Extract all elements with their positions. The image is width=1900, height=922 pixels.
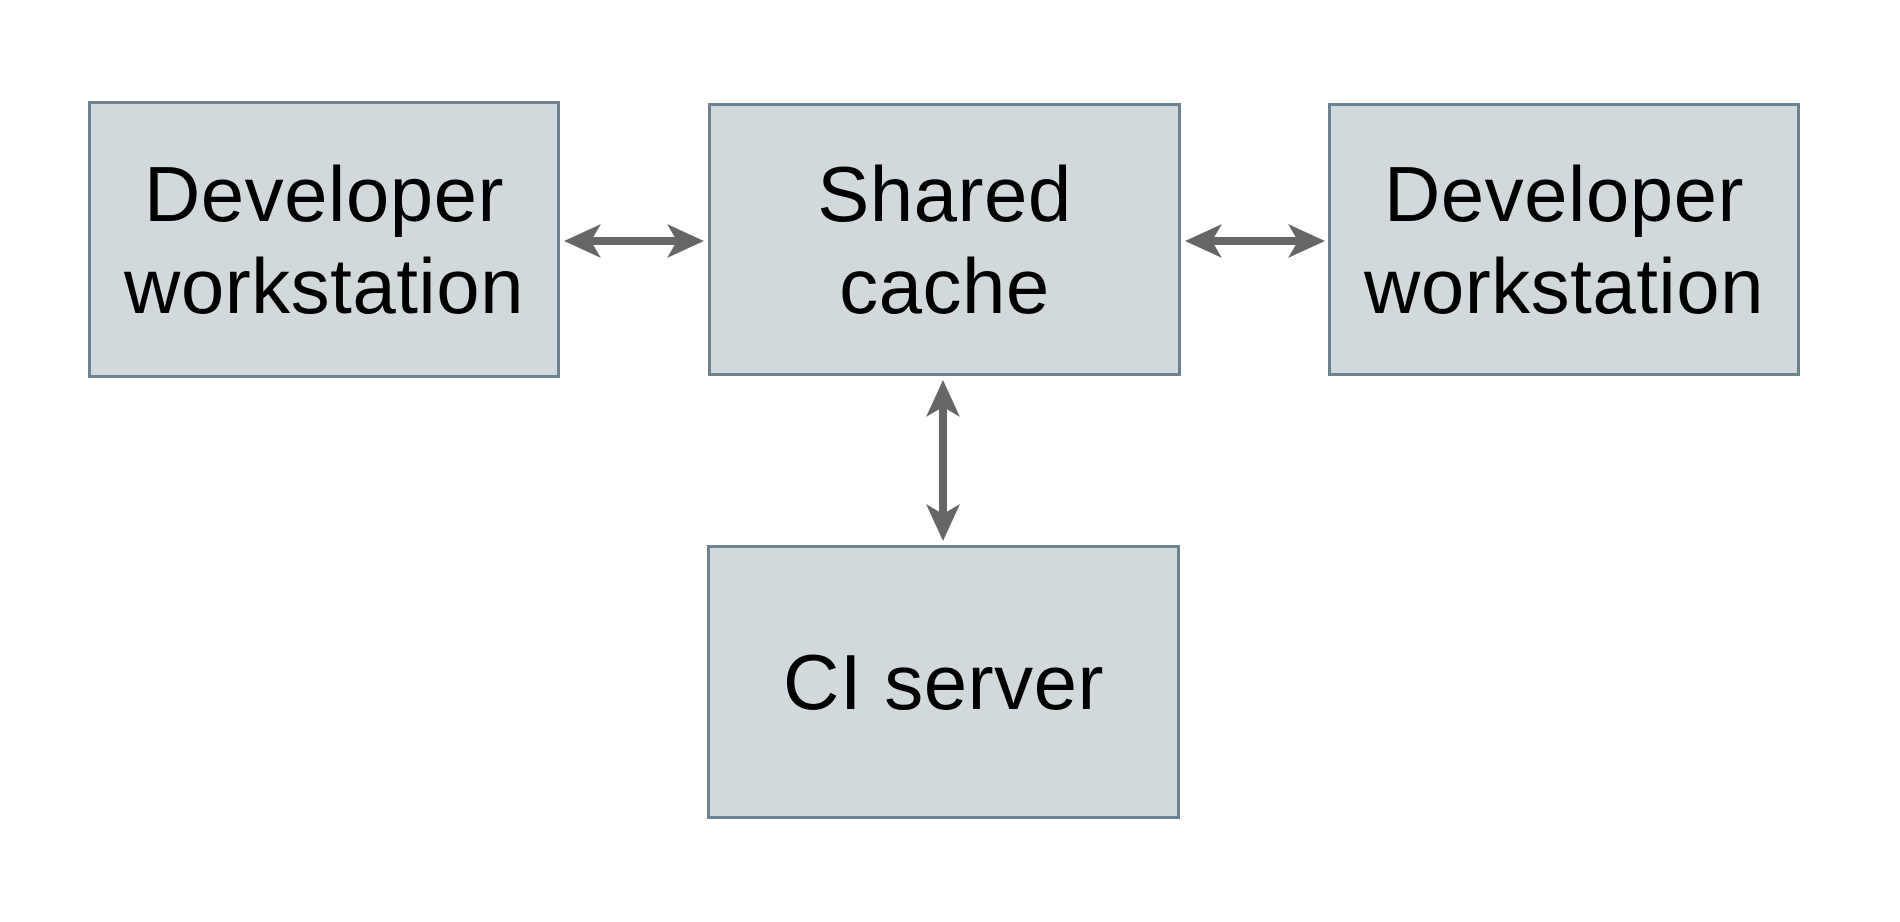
node-label-line: Developer xyxy=(143,149,505,238)
node-label-line: workstation xyxy=(124,241,524,330)
bidirectional-arrow-right-icon xyxy=(1185,224,1325,258)
node-label-line: Shared xyxy=(817,149,1072,238)
node-label-line: workstation xyxy=(1364,241,1764,330)
node-label-line: CI server xyxy=(783,638,1104,726)
node-label-line: Developer xyxy=(1383,149,1745,238)
node-developer-workstation-left: Developer workstation xyxy=(88,101,560,378)
node-shared-cache: Shared cache xyxy=(708,103,1181,376)
bidirectional-arrow-left-icon xyxy=(564,224,704,258)
node-ci-server: CI server xyxy=(707,545,1180,819)
node-developer-workstation-right: Developer workstation xyxy=(1328,103,1800,376)
bidirectional-arrow-down-icon xyxy=(926,380,960,541)
node-label-line: cache xyxy=(839,241,1050,330)
